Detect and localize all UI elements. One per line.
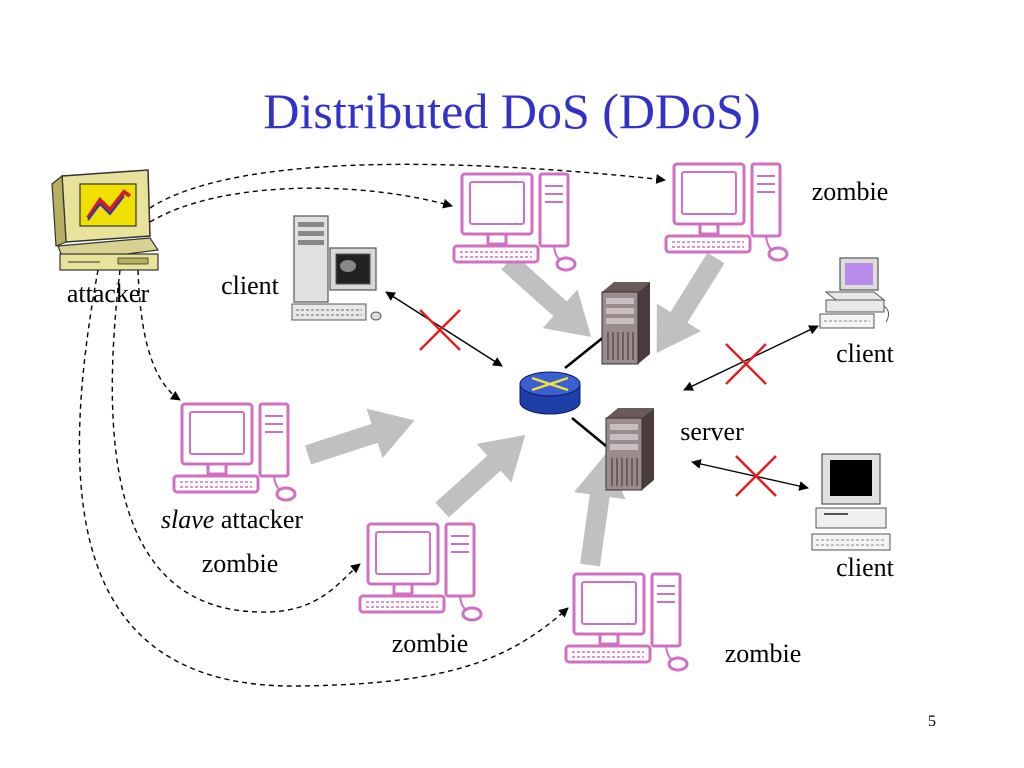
slave-zombie-label: zombie [202, 549, 279, 578]
blocked-x-client-right-lower [734, 454, 778, 498]
slave-attacker-label: slave attacker [161, 505, 304, 534]
client-left-computer-icon [291, 215, 382, 321]
server-top-icon [601, 281, 651, 365]
command-line-to-zombie-top-middle [149, 187, 453, 223]
router-icon [519, 371, 581, 415]
attacker-computer-icon [51, 169, 160, 271]
link-router-server-top [564, 335, 606, 369]
slave-word: slave [161, 505, 214, 534]
zombie-bottom-middle-icon [358, 522, 483, 622]
server-label: server [680, 417, 744, 446]
client-right-lower-computer-icon [811, 453, 891, 551]
attack-arrow-slave [299, 395, 423, 480]
zombie-bottom-right-icon [564, 572, 689, 672]
command-line-to-zombie-bottom-right [78, 269, 569, 687]
slide-title: Distributed DoS (DDoS) [263, 83, 760, 139]
slave-attacker-zombie-icon [172, 402, 297, 502]
command-line-to-zombie-bottom-middle [111, 269, 361, 613]
zombie-top-middle-icon [452, 172, 577, 272]
blocked-x-client-right-upper [724, 342, 768, 386]
client-left-label: client [221, 271, 280, 300]
connection-client-left [385, 291, 503, 367]
zombie-top-right-label: zombie [812, 177, 889, 206]
client-right-upper-computer-icon [819, 257, 890, 329]
attacker-label: attacker [67, 279, 150, 308]
server-bottom-icon [605, 407, 655, 491]
slave-rest: attacker [214, 505, 303, 534]
zombie-top-right-icon [664, 162, 789, 262]
connection-client-right-lower [691, 459, 809, 491]
command-line-to-slave-zombie [137, 269, 181, 401]
blocked-x-client-left [418, 308, 462, 352]
zombie-bottom-right-label: zombie [725, 639, 802, 668]
client-right-upper-label: client [836, 339, 895, 368]
command-line-to-zombie-top-right [149, 163, 666, 209]
zombie-bottom-middle-label: zombie [392, 629, 469, 658]
client-right-lower-label: client [836, 553, 895, 582]
attack-arrow-top-right [634, 244, 739, 367]
link-router-server-bottom [571, 417, 607, 447]
attack-arrow-bottom-middle [424, 415, 543, 530]
page-number: 5 [928, 713, 936, 730]
